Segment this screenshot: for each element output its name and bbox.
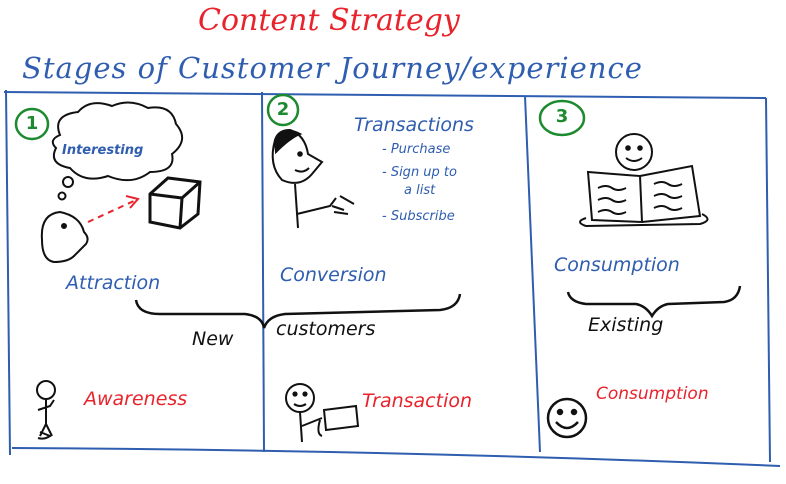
transactions-list-item: - Purchase bbox=[382, 142, 451, 157]
new-customers-brace bbox=[134, 293, 462, 329]
stage-2-bottom-label: Transaction bbox=[362, 390, 473, 412]
person-icon bbox=[271, 128, 355, 229]
transactions-list-item: - Sign up to bbox=[382, 165, 457, 180]
transactions-heading: Transactions bbox=[354, 114, 474, 136]
journey-frame bbox=[3, 89, 781, 467]
cube-icon bbox=[148, 176, 202, 230]
dashed-arrow-icon bbox=[87, 195, 140, 223]
stage-1-bottom-label: Awareness bbox=[84, 388, 188, 410]
smiley-face-icon bbox=[546, 397, 588, 439]
open-book-icon bbox=[579, 164, 709, 228]
transactions-list-item: a list bbox=[404, 183, 436, 198]
existing-label: Existing bbox=[588, 314, 664, 336]
page-subtitle: Stages of Customer Journey/experience bbox=[22, 51, 643, 85]
page-title: Content Strategy bbox=[198, 3, 460, 38]
stage-2-circle bbox=[266, 93, 300, 127]
transactions-list-item: - Subscribe bbox=[382, 209, 455, 224]
figure-with-card-icon bbox=[285, 383, 360, 443]
stage-1-label: Attraction bbox=[66, 272, 161, 294]
new-label: New bbox=[192, 328, 234, 350]
thinking-head-icon bbox=[40, 210, 89, 264]
stick-figure-icon bbox=[36, 380, 56, 440]
stage-2-label: Conversion bbox=[280, 264, 387, 286]
stage-3-bottom-label: Consumption bbox=[596, 384, 709, 404]
thought-text: Interesting bbox=[62, 143, 144, 158]
customers-label: customers bbox=[276, 318, 376, 340]
stage-1-circle bbox=[14, 107, 50, 141]
reader-icon bbox=[615, 133, 653, 171]
existing-brace bbox=[566, 285, 742, 319]
stage-1-number: 1 bbox=[25, 113, 39, 134]
thought-cloud-icon bbox=[51, 101, 183, 201]
stage-3-label: Consumption bbox=[554, 254, 680, 276]
stage-3-circle bbox=[538, 99, 586, 137]
stage-2-number: 2 bbox=[276, 99, 290, 120]
stage-3-number: 3 bbox=[555, 106, 569, 127]
